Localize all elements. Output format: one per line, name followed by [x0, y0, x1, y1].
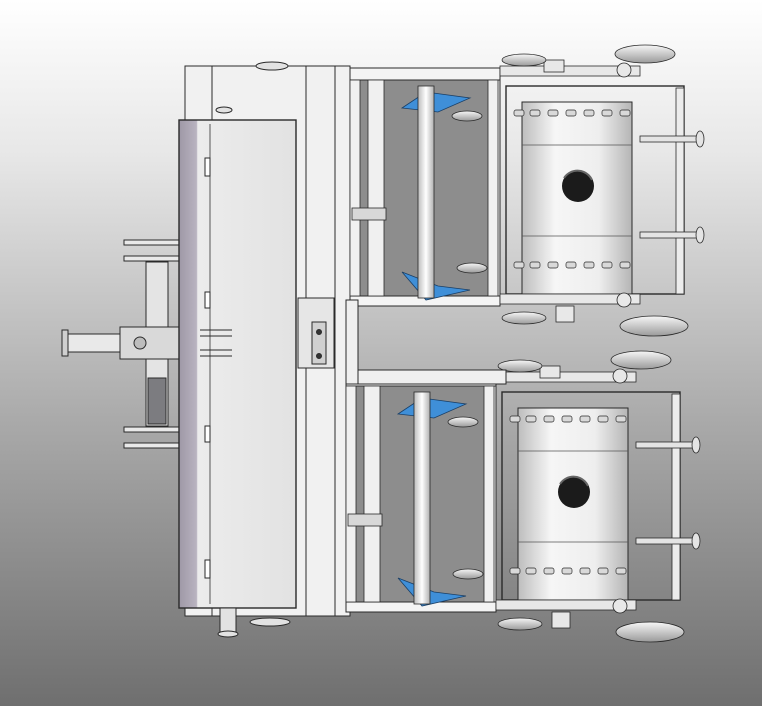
seed-hopper	[178, 65, 351, 617]
toolbar-beam	[345, 299, 507, 385]
hopper-top-fittings	[215, 61, 291, 638]
lower-row-unit	[345, 350, 701, 643]
upper-row-unit	[349, 44, 705, 337]
hitch-frame	[61, 239, 181, 449]
